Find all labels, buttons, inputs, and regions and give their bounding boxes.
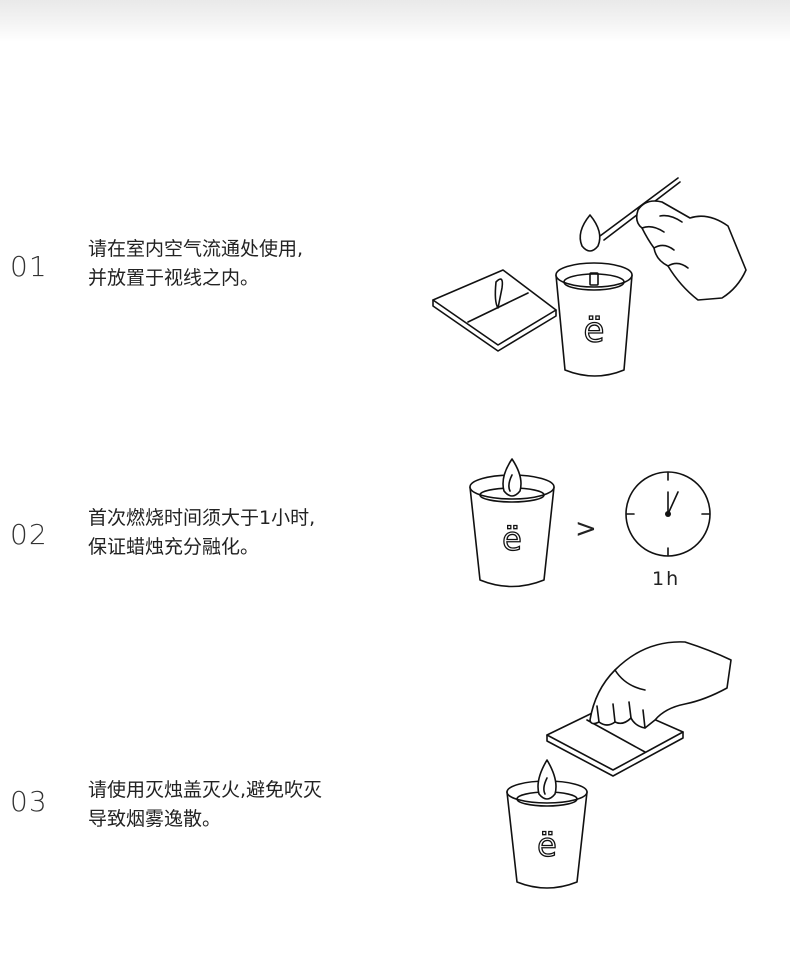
step-instruction: 首次燃烧时间须大于1小时, 保证蜡烛充分融化。	[88, 504, 315, 562]
clock-label: 1h	[652, 568, 681, 590]
step-instruction: 请使用灭烛盖灭火,避免吹灭 导致烟雾逸散。	[88, 776, 322, 834]
step-number: 03	[10, 785, 48, 818]
greater-than-sign: >	[575, 514, 597, 544]
instruction-line: 并放置于视线之内。	[88, 267, 260, 289]
instruction-line: 保证蜡烛充分融化。	[88, 536, 260, 558]
candle-logo: ë	[502, 520, 522, 558]
step-number: 01	[10, 250, 48, 283]
step-number: 02	[10, 518, 48, 551]
instruction-line: 请在室内空气流通处使用,	[88, 238, 304, 260]
top-gradient-band	[0, 0, 790, 42]
candle-logo: ë	[537, 826, 557, 864]
snuffer-icon: ë	[495, 630, 745, 890]
candle-lighting-icon: ë	[428, 170, 758, 390]
instruction-line: 首次燃烧时间须大于1小时,	[88, 507, 316, 529]
clock-icon	[624, 470, 714, 560]
instruction-line: 导致烟雾逸散。	[88, 808, 222, 830]
candle-logo: ë	[584, 311, 605, 351]
instruction-line: 请使用灭烛盖灭火,避免吹灭	[88, 779, 323, 801]
burn-time-icon: ë	[460, 455, 570, 595]
step-instruction: 请在室内空气流通处使用, 并放置于视线之内。	[88, 235, 303, 293]
